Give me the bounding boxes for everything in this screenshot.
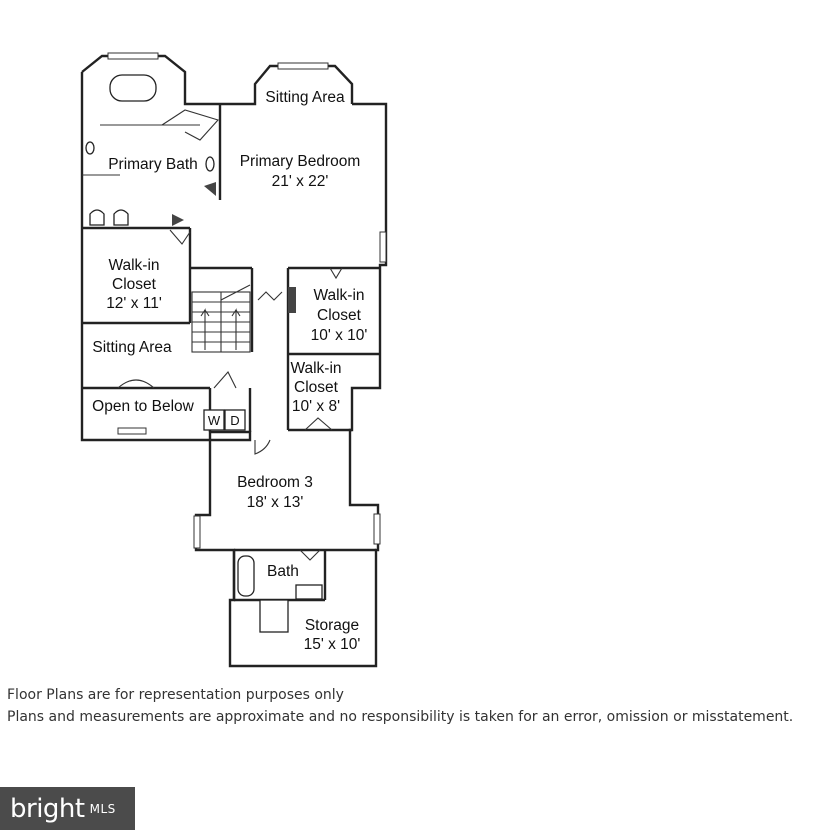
label-primary-bedroom-size: 21' x 22' <box>272 173 329 190</box>
label-bedroom3-size: 18' x 13' <box>247 494 304 511</box>
label-walkin-small-size: 10' x 8' <box>292 398 340 415</box>
label-sitting-area-left: Sitting Area <box>92 339 172 356</box>
room-labels: Sitting Area Primary Bath Primary Bedroo… <box>92 89 367 653</box>
label-walkin-small-1: Walk-in <box>290 360 341 377</box>
label-walkin-left-size: 12' x 11' <box>106 295 162 312</box>
label-walkin-left-2: Closet <box>112 276 157 293</box>
disclaimer-line-2: Plans and measurements are approximate a… <box>7 709 794 725</box>
logo-mark: MLS <box>89 801 116 816</box>
label-storage: Storage <box>305 617 359 634</box>
label-bath: Bath <box>267 563 299 580</box>
fixtures <box>85 74 323 633</box>
label-walkin-small-2: Closet <box>294 379 339 396</box>
bright-mls-logo: bright MLS <box>0 787 135 830</box>
label-walkin-left-1: Walk-in <box>108 257 159 274</box>
logo-word: bright <box>10 793 85 824</box>
stairs <box>191 284 251 353</box>
label-walkin-right-size: 10' x 10' <box>311 327 368 344</box>
windows <box>107 52 387 549</box>
label-walkin-right-2: Closet <box>317 307 362 324</box>
label-primary-bedroom: Primary Bedroom <box>240 153 361 170</box>
floor-plan: Sitting Area Primary Bath Primary Bedroo… <box>80 52 388 668</box>
label-walkin-right-1: Walk-in <box>313 287 364 304</box>
label-dryer: D <box>230 413 239 428</box>
label-open-to-below: Open to Below <box>92 398 194 415</box>
label-sitting-area-top: Sitting Area <box>265 89 345 106</box>
label-washer: W <box>208 413 221 428</box>
label-primary-bath: Primary Bath <box>108 156 198 173</box>
label-bedroom3: Bedroom 3 <box>237 474 313 491</box>
doors <box>161 109 343 561</box>
disclaimer-line-1: Floor Plans are for representation purpo… <box>7 687 344 703</box>
label-storage-size: 15' x 10' <box>304 636 361 653</box>
